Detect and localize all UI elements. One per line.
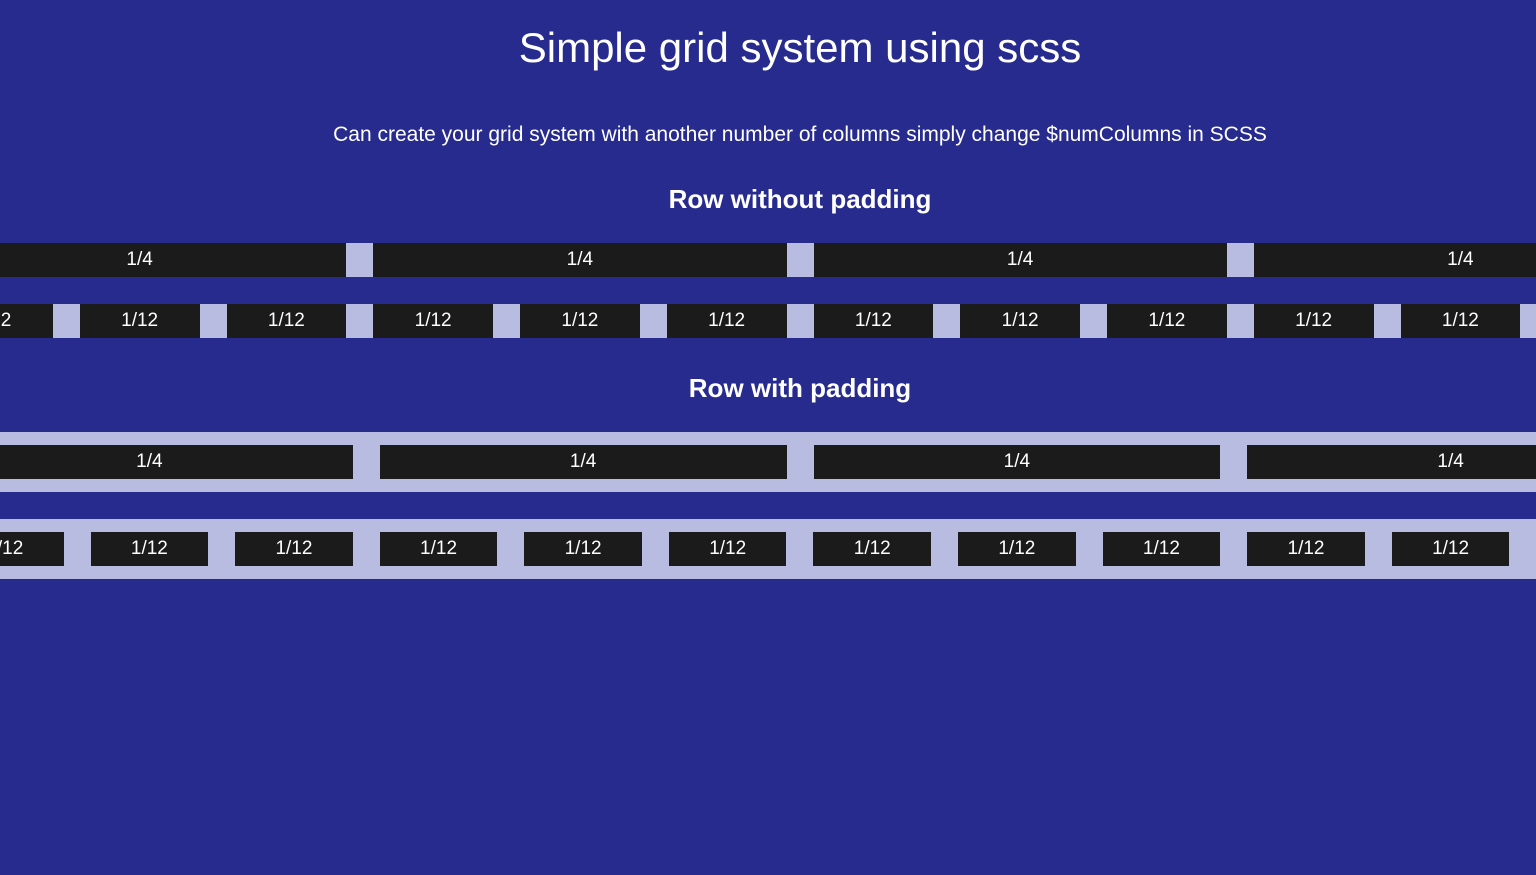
grid-column: 1/12 — [226, 304, 347, 338]
grid-column: 1/4 — [373, 243, 787, 277]
grid-column: 1/12 — [958, 532, 1076, 566]
grid-column: 1/12 — [0, 304, 53, 338]
content-wrapper: Simple grid system using scss Can create… — [0, 22, 1536, 579]
grid-column: 1/12 — [960, 304, 1080, 338]
grid-column: 1/12 — [813, 304, 934, 338]
grid-column: 1/12 — [1247, 532, 1365, 566]
grid-column: 1/12 — [813, 532, 932, 566]
grid-column: 1/12 — [90, 532, 209, 566]
grid-column: 1/12 — [373, 304, 493, 338]
grid-column: 1/4 — [813, 445, 1221, 479]
grid-row-twelfths-no-padding: 1/12 1/12 1/12 1/12 1/12 1/12 1/12 1/12 1/12 1/12… — [0, 304, 1536, 338]
page-subtitle: Can create your grid system with another… — [333, 123, 1267, 146]
grid-column: 1/12 — [0, 532, 64, 566]
grid-row-quarters-no-padding: 1/4 1/4 1/4 1/4 — [0, 243, 1536, 277]
grid-column: 1/12 — [1253, 304, 1374, 338]
grid-column: 1/4 — [0, 243, 347, 277]
grid-column: 1/4 — [813, 243, 1227, 277]
grid-column: 1/12 — [1107, 304, 1227, 338]
section-heading-without-padding: Row without padding — [668, 184, 932, 214]
section-heading-with-padding: Row with padding — [688, 373, 912, 403]
grid-column: 1/4 — [0, 445, 353, 479]
grid-column: 1/12 — [668, 532, 787, 566]
section-row-without-padding: Row without padding 1/41/41/41/4 1/121/1… — [0, 182, 1536, 338]
grid-column: 1/4 — [1247, 445, 1536, 479]
grid-row-twelfths-padded: 1/12 1/12 1/12 1/12 1/12 1/12 1/12 1/12 1/12 1/12… — [0, 519, 1536, 579]
grid-column: 1/4 — [1253, 243, 1536, 277]
grid-column: 1/12 — [520, 304, 640, 338]
grid-column: 1/12 — [79, 304, 200, 338]
grid-column: 1/12 — [1102, 532, 1221, 566]
grid-column: 1/12 — [379, 532, 498, 566]
grid-column: 1/12 — [1400, 304, 1521, 338]
grid-column: 1/12 — [235, 532, 353, 566]
grid-column: 1/4 — [379, 445, 787, 479]
grid-column: 1/12 — [1391, 532, 1510, 566]
grid-column: 1/12 — [524, 532, 642, 566]
grid-column: 1/12 — [666, 304, 787, 338]
page-title: Simple grid system using scss — [518, 24, 1082, 71]
section-row-with-padding: Row with padding 1/41/41/41/4 1/121/121/… — [0, 371, 1536, 579]
grid-row-quarters-padded: 1/4 1/4 1/4 1/4 — [0, 432, 1536, 492]
